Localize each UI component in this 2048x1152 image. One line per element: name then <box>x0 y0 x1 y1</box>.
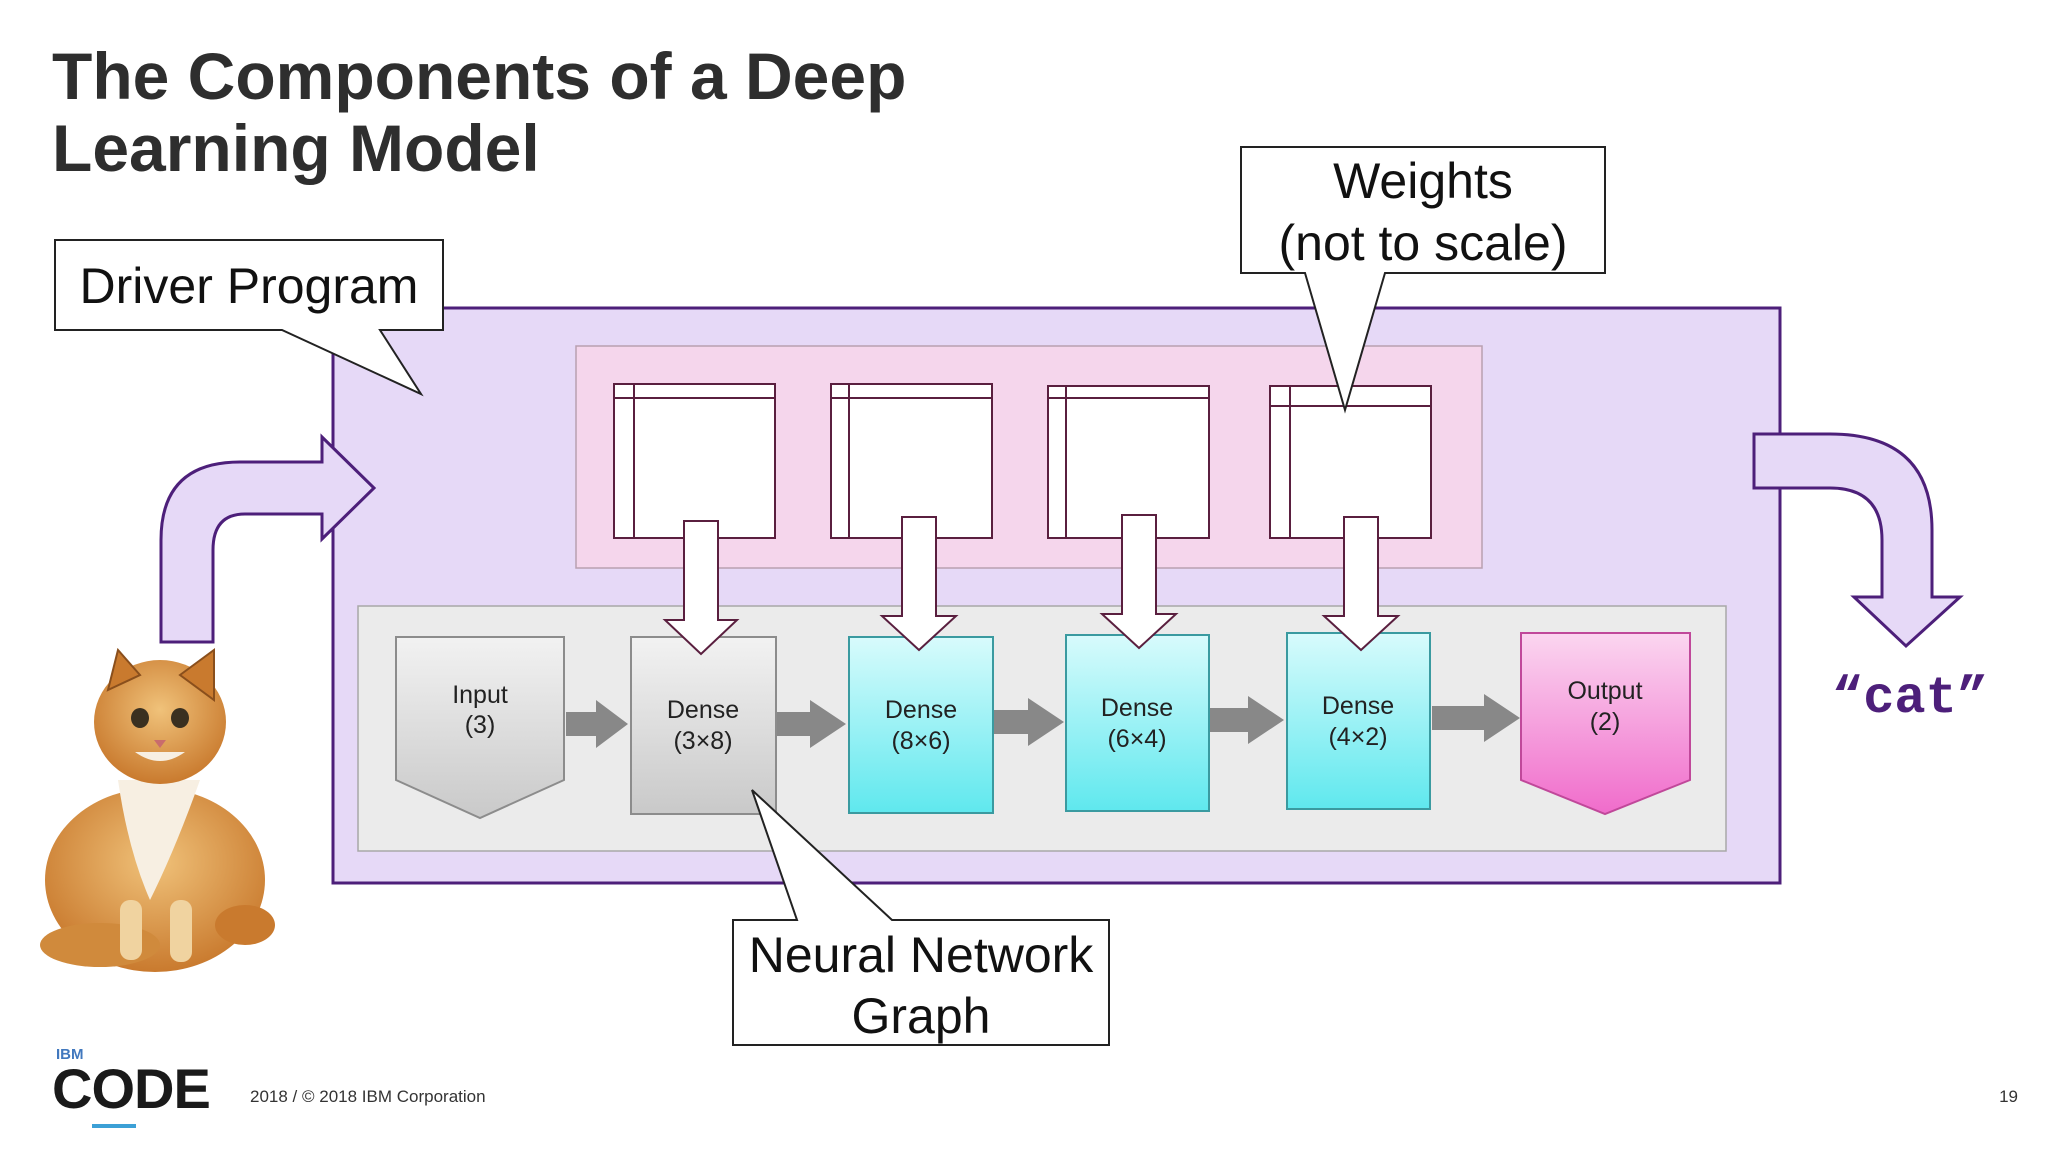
node-label: Input <box>452 681 508 709</box>
weight-feed-arrows <box>662 514 1401 656</box>
node-dims: (4×2) <box>1328 723 1387 751</box>
node-dims: (8×6) <box>891 727 950 755</box>
node-dims: (6×4) <box>1107 725 1166 753</box>
slide-title: The Components of a Deep Learning Model <box>52 40 1052 184</box>
node-label: Output <box>1567 677 1642 705</box>
weight-matrix-4 <box>1269 385 1432 539</box>
input-node <box>395 636 565 820</box>
copyright-text: 2018 / © 2018 IBM Corporation <box>250 1087 486 1106</box>
dense-node-4 <box>1286 632 1431 810</box>
weights-callout <box>1240 146 1606 414</box>
cat-output-label: “cat” <box>1832 669 1988 728</box>
weights-label-line-2: (not to scale) <box>1278 215 1567 271</box>
output-arrow <box>1752 432 1964 649</box>
node-label: Dense <box>1322 692 1394 720</box>
slide-title-line-1: The Components of a Deep <box>52 39 907 113</box>
dense-node-1 <box>630 636 777 815</box>
kitten-image <box>40 647 275 972</box>
dense-node-2 <box>848 636 994 814</box>
dense-node-3 <box>1065 634 1210 812</box>
driver-program-callout <box>54 239 444 397</box>
node-dims: (2) <box>1590 708 1621 736</box>
graph-label-line-1: Neural Network <box>749 927 1095 983</box>
node-label: Dense <box>885 696 957 724</box>
weights-label-line-1: Weights <box>1333 153 1513 209</box>
node-dims: (3×8) <box>673 727 732 755</box>
neural-network-graph-callout <box>732 789 1110 1046</box>
code-wordmark: CODE <box>52 1057 211 1120</box>
page-number: 19 <box>1999 1087 2018 1106</box>
logo-underline <box>92 1124 136 1128</box>
node-connector-arrows <box>566 694 1520 748</box>
output-node <box>1520 632 1691 816</box>
node-label: Dense <box>667 696 739 724</box>
ibm-wordmark: IBM <box>56 1046 84 1063</box>
weight-matrix-2 <box>830 383 993 539</box>
weight-matrix-1 <box>613 383 776 539</box>
node-dims: (3) <box>465 711 496 739</box>
ibm-code-logo: IBM CODE <box>52 1046 211 1120</box>
driver-program-label: Driver Program <box>80 258 419 314</box>
node-label: Dense <box>1101 694 1173 722</box>
slide-title-line-2: Learning Model <box>52 111 540 185</box>
graph-label-line-2: Graph <box>852 988 991 1044</box>
input-arrow <box>159 433 377 644</box>
